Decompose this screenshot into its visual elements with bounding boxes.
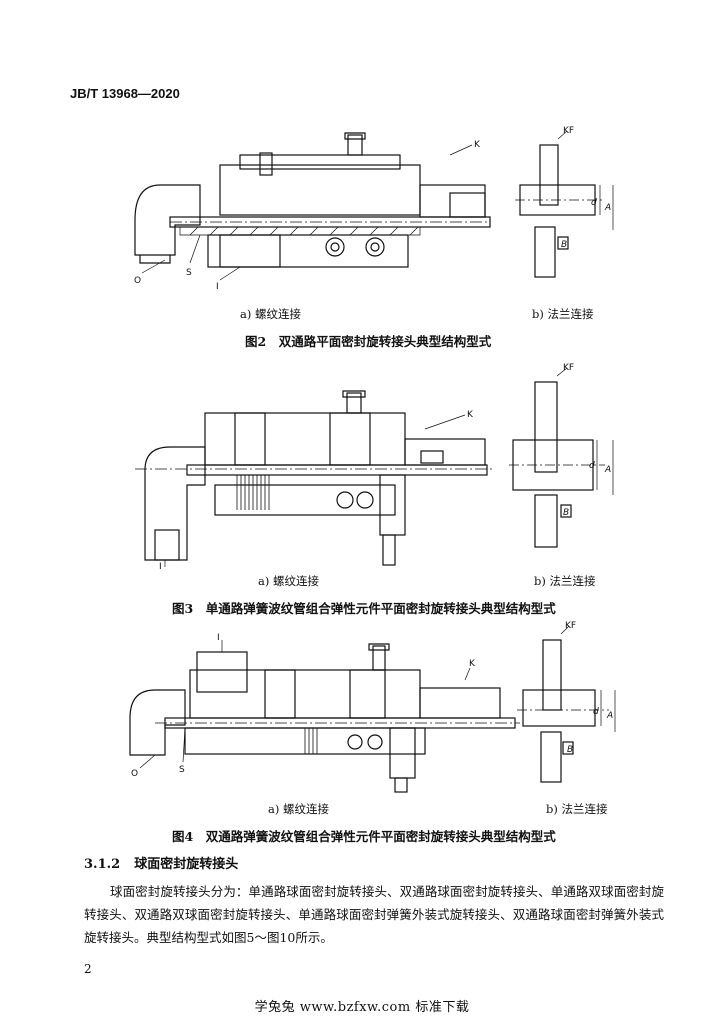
label-d: d bbox=[591, 198, 597, 208]
label-b: B bbox=[561, 240, 567, 250]
figure-3-threaded-drawing: K I bbox=[125, 385, 505, 570]
label-i: I bbox=[216, 282, 219, 292]
label-d: d bbox=[593, 707, 599, 717]
label-b: B bbox=[563, 508, 569, 518]
figure-4-threaded-drawing: I K O S bbox=[125, 630, 525, 795]
figure-4-sub-b: b) 法兰连接 bbox=[546, 802, 608, 816]
label-i: I bbox=[217, 633, 220, 643]
figure-2-sub-b: b) 法兰连接 bbox=[532, 307, 594, 321]
section-title: 球面密封旋转接头 bbox=[134, 857, 239, 872]
section-number: 3.1.2 bbox=[84, 857, 121, 872]
figure-4-sub-a: a) 螺纹连接 bbox=[268, 802, 329, 816]
label-b: B bbox=[567, 745, 573, 755]
figure-2-threaded-drawing: K O S I bbox=[120, 125, 500, 300]
page-number: 2 bbox=[84, 962, 92, 976]
label-kf: KF bbox=[563, 363, 574, 373]
watermark-footer: 学兔兔 www.bzfxw.com 标准下载 bbox=[254, 1000, 470, 1015]
figure-2-sub-a: a) 螺纹连接 bbox=[240, 307, 301, 321]
label-k: K bbox=[474, 140, 481, 150]
section-paragraph: 球面密封旋转接头分为：单通路球面密封旋转接头、双通路球面密封旋转接头、单通路双球… bbox=[84, 884, 664, 945]
section-heading: 3.1.2 球面密封旋转接头 bbox=[84, 853, 252, 872]
label-o: O bbox=[134, 276, 141, 286]
label-k: K bbox=[467, 410, 474, 420]
figure-3-caption: 图3 单通路弹簧波纹管组合弹性元件平面密封旋转接头典型结构型式 bbox=[172, 601, 556, 616]
label-a: A bbox=[604, 465, 611, 475]
label-k: K bbox=[469, 659, 476, 669]
figure-4-caption: 图4 双通路弹簧波纹管组合弹性元件平面密封旋转接头典型结构型式 bbox=[172, 829, 556, 844]
figure-2-flange-drawing: KF d A B bbox=[505, 125, 635, 285]
figure-2-caption: 图2 双通路平面密封旋转接头典型结构型式 bbox=[245, 334, 492, 349]
label-s: S bbox=[179, 765, 185, 775]
figure-3-flange-drawing: KF d A B bbox=[505, 360, 635, 555]
label-a: A bbox=[606, 711, 613, 721]
figure-3-sub-a: a) 螺纹连接 bbox=[258, 574, 319, 588]
label-a: A bbox=[604, 203, 611, 213]
label-o: O bbox=[131, 769, 138, 779]
figure-3-sub-b: b) 法兰连接 bbox=[534, 574, 596, 588]
label-d: d bbox=[589, 461, 595, 471]
label-s: S bbox=[186, 268, 192, 278]
standard-number: JB/T 13968—2020 bbox=[70, 86, 180, 101]
label-kf: KF bbox=[563, 126, 574, 136]
label-i: I bbox=[159, 562, 162, 570]
label-kf: KF bbox=[565, 621, 576, 631]
figure-4-flange-drawing: KF d A B bbox=[505, 620, 635, 790]
